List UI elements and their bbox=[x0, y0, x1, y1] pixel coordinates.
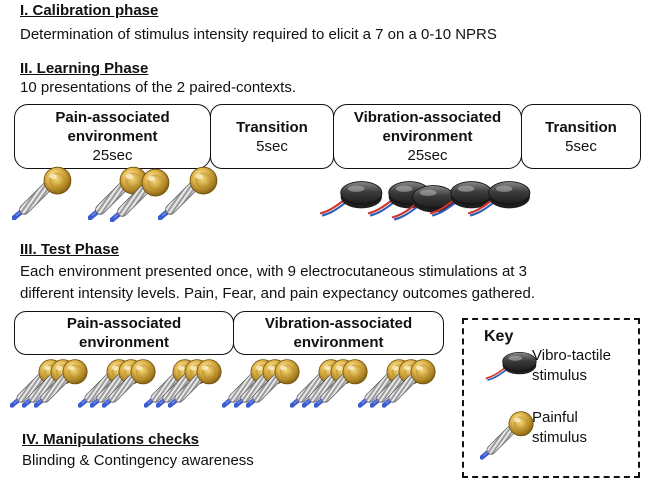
test-description: Each environment presented once, with 9 … bbox=[20, 261, 620, 305]
learning-box-pain-env-title: Pain-associated environment bbox=[55, 109, 170, 145]
key-vibro-label-line-1: Vibro-tactile bbox=[532, 347, 611, 364]
key-painful-label: Painful stimulus bbox=[532, 408, 587, 448]
learning-box-transition-2-title: Transition bbox=[545, 118, 617, 136]
learning-box-transition-1-duration: 5sec bbox=[256, 137, 288, 155]
learning-description: 10 presentations of the 2 paired-context… bbox=[20, 79, 297, 96]
key-painful-label-line-1: Painful bbox=[532, 409, 578, 426]
key-painful-label-line-2: stimulus bbox=[532, 429, 588, 446]
learning-box-pain-env: Pain-associated environment 25sec bbox=[14, 104, 211, 169]
test-box-vibration-env: Vibration-associated environment bbox=[233, 311, 444, 355]
learning-box-vibration-env-title: Vibration-associated environment bbox=[353, 109, 502, 145]
learning-box-vibration-env: Vibration-associated environment 25sec bbox=[333, 104, 522, 169]
learning-vibro-tactile-motor-icon-5 bbox=[466, 176, 532, 218]
learning-box-vibration-env-duration: 25sec bbox=[407, 147, 448, 164]
learning-heading: II. Learning Phase bbox=[20, 60, 149, 77]
key-painful-electrode-icon bbox=[480, 410, 536, 460]
key-legend: Key Vibro-tactile stimulus Painful stimu… bbox=[462, 318, 640, 478]
test-box-vibration-env-title: Vibration-associated environment bbox=[264, 315, 413, 351]
test-description-line-2: different intensity levels. Pain, Fear, … bbox=[20, 285, 536, 302]
test-painful-electrode-icon-6c bbox=[382, 358, 438, 408]
key-vibro-label-line-2: stimulus bbox=[532, 367, 588, 384]
calibration-heading: I. Calibration phase bbox=[20, 2, 159, 19]
test-painful-electrode-icon-3c bbox=[168, 358, 224, 408]
test-box-pain-env: Pain-associated environment bbox=[14, 311, 234, 355]
learning-box-pain-env-duration: 25sec bbox=[92, 147, 133, 164]
manipulation-description: Blinding & Contingency awareness bbox=[22, 452, 254, 469]
learning-box-transition-1: Transition 5sec bbox=[210, 104, 334, 169]
learning-box-transition-1-title: Transition bbox=[236, 118, 308, 136]
test-heading: III. Test Phase bbox=[20, 241, 119, 258]
calibration-description: Determination of stimulus intensity requ… bbox=[20, 26, 497, 43]
key-vibro-tactile-motor-icon bbox=[484, 348, 538, 382]
test-box-pain-env-title: Pain-associated environment bbox=[66, 315, 182, 351]
key-title: Key bbox=[484, 328, 514, 345]
learning-box-transition-2-duration: 5sec bbox=[565, 137, 597, 155]
manipulation-heading: IV. Manipulations checks bbox=[22, 431, 200, 448]
learning-box-transition-2: Transition 5sec bbox=[521, 104, 641, 169]
learning-painful-electrode-icon-4 bbox=[158, 166, 220, 220]
key-vibro-label: Vibro-tactile stimulus bbox=[532, 346, 611, 386]
test-description-line-1: Each environment presented once, with 9 … bbox=[20, 263, 527, 280]
learning-painful-electrode-icon-1 bbox=[12, 166, 74, 220]
